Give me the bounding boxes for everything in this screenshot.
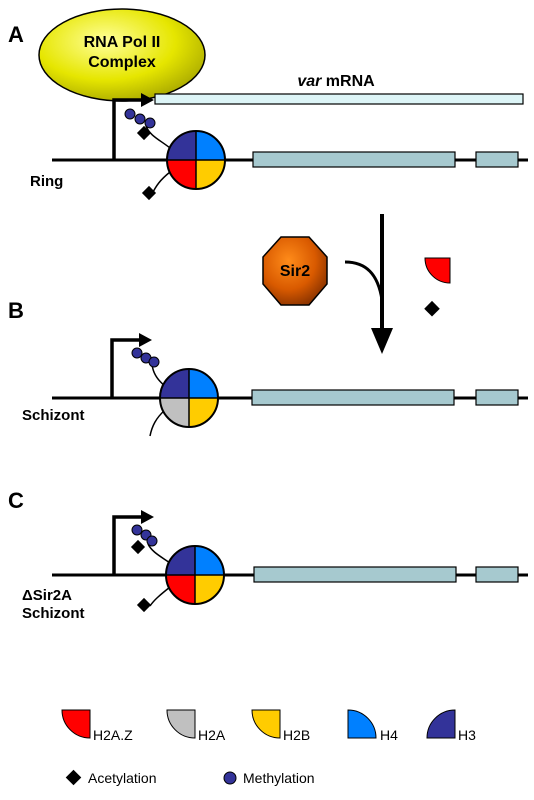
legend-label-acetylation: Acetylation: [88, 770, 156, 786]
legend-swatch-h2a-z: [61, 709, 91, 739]
var-mrna-label: var mRNA: [297, 73, 375, 90]
acetylation-mark: [130, 539, 146, 555]
complex-label-line2: Complex: [88, 54, 156, 71]
panel-b-letter: B: [8, 298, 24, 323]
exon-2-a: [475, 151, 519, 168]
legend-label-h2b: H2B: [283, 727, 310, 743]
nucleosome-h2a-z: [166, 575, 195, 604]
legend-swatch-h3: [426, 709, 456, 739]
exon-1-c: [253, 566, 457, 583]
exon-1-a: [252, 151, 456, 168]
nucleosome-h3: [167, 131, 196, 160]
stage-label-schizont-c: Schizont: [22, 605, 85, 622]
legend-label-h2a-z: H2A.Z: [93, 727, 133, 743]
panel-c-letter: C: [8, 488, 24, 513]
var-mrna-transcript: [154, 93, 524, 105]
legend-item-h4: H4: [347, 709, 398, 743]
acetylation-mark: [141, 185, 157, 201]
methylation-mark: [148, 356, 160, 368]
legend-item-methylation: Methylation: [223, 770, 315, 786]
sir2-label: Sir2: [280, 263, 310, 280]
sir2-transition: Sir2: [262, 214, 451, 354]
methylation-icon: [223, 771, 237, 785]
nucleosome-h2b: [189, 398, 218, 427]
panel-b: B Schizont: [8, 298, 528, 437]
methylation-mark: [144, 117, 156, 129]
legend-item-h2a-z: H2A.Z: [61, 709, 133, 743]
transcription-start-arrow-c: [112, 515, 142, 575]
methylation-mark: [131, 524, 143, 536]
removed-acetylation: [424, 300, 440, 317]
acetylation-icon: [65, 769, 82, 786]
removed-h2a-z: [424, 257, 451, 284]
h2a-z-tail-c: [149, 586, 171, 607]
h3-tail-a: [145, 125, 171, 149]
methylation-mark: [146, 535, 158, 547]
nucleosome-h2a: [160, 398, 189, 427]
nucleosome-h2a-z: [167, 160, 196, 189]
transcription-start-arrow-a: [112, 98, 142, 160]
transcription-start-arrow-b: [110, 338, 140, 398]
nucleosome-h4: [196, 131, 225, 160]
arrowhead-icon: [141, 510, 154, 524]
h2a-tail-a: [151, 171, 171, 195]
arrowhead-icon: [141, 93, 154, 107]
nucleosome-h2b: [196, 160, 225, 189]
h3-tail-c: [147, 543, 171, 564]
exon-1-b: [251, 389, 455, 406]
arrowhead-icon: [139, 333, 152, 347]
complex-label-line1: RNA Pol II: [84, 34, 161, 51]
sir2-enzyme: [262, 236, 328, 306]
legend: H2A.Z H2A H2B H4 H3 Acetylation Methylat…: [61, 709, 476, 786]
exon-2-c: [475, 566, 519, 583]
legend-label-h3: H3: [458, 727, 476, 743]
legend-label-h2a: H2A: [198, 727, 226, 743]
stage-label-dsir2a: ΔSir2A: [22, 587, 72, 604]
legend-item-h2a: H2A: [166, 709, 226, 743]
exon-2-b: [475, 389, 519, 406]
h2a-tail-b: [149, 409, 166, 437]
legend-label-h4: H4: [380, 727, 398, 743]
nucleosome-h4: [195, 546, 224, 575]
panel-a-letter: A: [8, 22, 24, 47]
stage-label-schizont: Schizont: [22, 407, 85, 424]
panel-a: A RNA Pol II Complex var mRNA Ring: [8, 8, 528, 201]
methylation-mark: [134, 113, 146, 125]
legend-item-h3: H3: [426, 709, 476, 743]
nucleosome-h4: [189, 369, 218, 398]
legend-swatch-h2a: [166, 709, 196, 739]
stage-label-ring: Ring: [30, 173, 63, 190]
nucleosome-h3: [166, 546, 195, 575]
legend-label-methylation: Methylation: [243, 770, 315, 786]
arrowhead-icon: [371, 328, 393, 354]
methylation-mark: [131, 347, 143, 359]
acetylation-mark: [136, 597, 152, 613]
nucleosome-h3: [160, 369, 189, 398]
legend-swatch-h4: [347, 709, 377, 739]
legend-item-acetylation: Acetylation: [65, 769, 156, 786]
legend-swatch-h2b: [251, 709, 281, 739]
legend-item-h2b: H2B: [251, 709, 310, 743]
panel-c: C ΔSir2A Schizont: [8, 488, 528, 622]
removal-curve: [344, 260, 384, 301]
nucleosome-h2b: [195, 575, 224, 604]
methylation-mark: [124, 108, 136, 120]
